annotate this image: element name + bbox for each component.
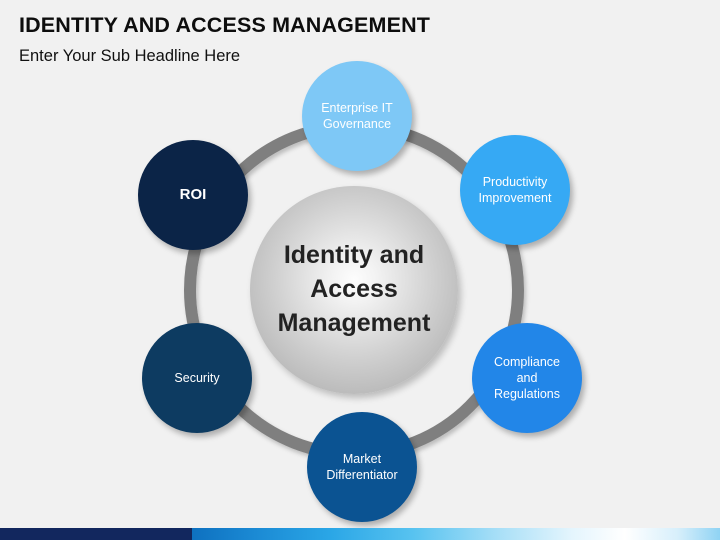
node-label-line-2: and xyxy=(516,371,538,385)
node-market-differentiator[interactable]: Market Differentiator xyxy=(307,412,417,522)
node-label: Market Differentiator xyxy=(318,451,405,483)
slide-header: IDENTITY AND ACCESS MANAGEMENT Enter You… xyxy=(19,13,679,65)
node-roi[interactable]: ROI xyxy=(138,140,248,250)
hub-label-line-1: Identity and xyxy=(283,241,425,270)
node-label-line-2: Governance xyxy=(322,117,392,131)
node-label: Enterprise IT Governance xyxy=(313,100,401,132)
node-label-line-1: Enterprise IT xyxy=(321,101,393,115)
node-label-line-2: Differentiator xyxy=(326,468,398,482)
node-label-line-1: Compliance xyxy=(493,355,560,369)
node-enterprise-it-governance[interactable]: Enterprise IT Governance xyxy=(302,61,412,171)
node-label: Productivity Improvement xyxy=(471,174,560,206)
band-dark-segment xyxy=(0,528,192,540)
page-title: IDENTITY AND ACCESS MANAGEMENT xyxy=(19,13,431,37)
page-subtitle: Enter Your Sub Headline Here xyxy=(19,46,241,65)
hub-label-line-3: Management xyxy=(277,308,431,337)
band-gradient-segment xyxy=(192,528,720,540)
bottom-decorative-band xyxy=(0,528,720,540)
node-label-line-1: Security xyxy=(174,371,220,385)
node-productivity-improvement[interactable]: Productivity Improvement xyxy=(460,135,570,245)
node-label-line-1: ROI xyxy=(179,186,207,204)
hub-label-line-2: Access xyxy=(310,275,398,304)
node-label: Compliance and Regulations xyxy=(486,354,568,402)
hub-label: Identity and Access Management xyxy=(264,239,445,340)
node-label: Security xyxy=(166,370,227,386)
hub-center-node[interactable]: Identity and Access Management xyxy=(250,186,458,394)
node-security[interactable]: Security xyxy=(142,323,252,433)
node-label-line-1: Productivity xyxy=(482,175,548,189)
node-label-line-3: Regulations xyxy=(493,387,560,401)
node-label-line-2: Improvement xyxy=(478,191,552,205)
node-label-line-1: Market xyxy=(342,452,382,466)
node-label: ROI xyxy=(172,185,215,204)
node-compliance-and-regulations[interactable]: Compliance and Regulations xyxy=(472,323,582,433)
